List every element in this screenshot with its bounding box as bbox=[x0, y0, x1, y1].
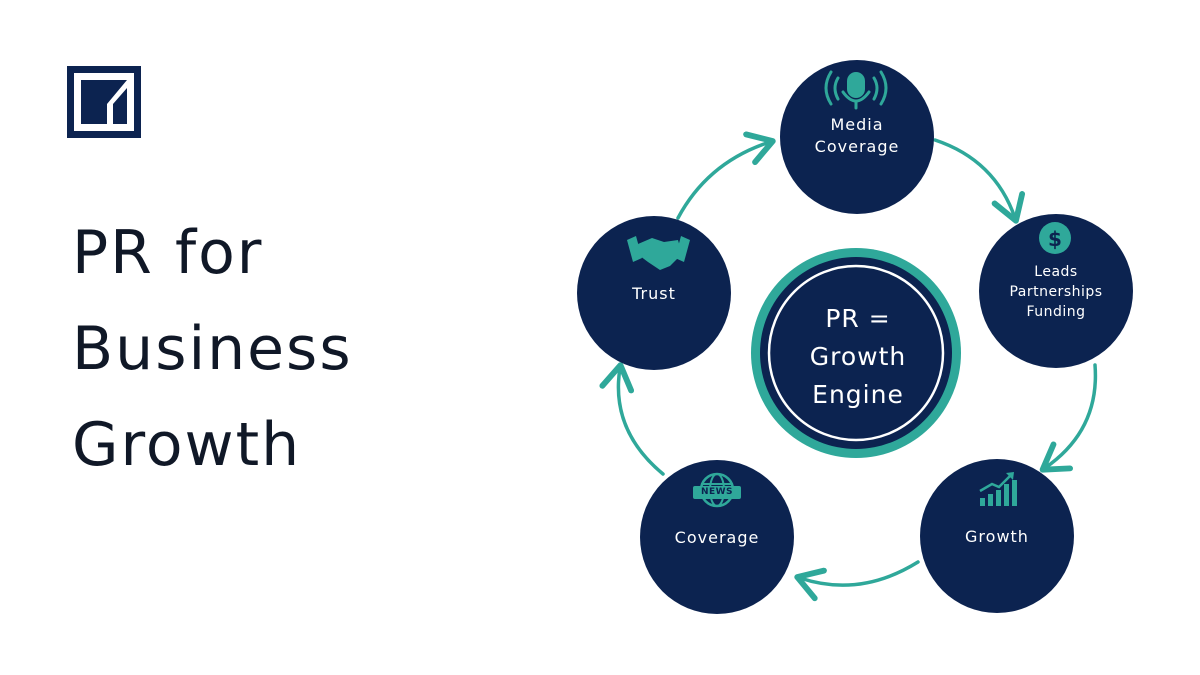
media-line-1: Media bbox=[830, 115, 884, 134]
center-circle bbox=[760, 257, 952, 449]
node-coverage bbox=[640, 460, 794, 614]
node-leads bbox=[979, 214, 1133, 368]
center-label: PR = Growth Engine bbox=[768, 300, 948, 414]
node-label-leads: Leads Partnerships Funding bbox=[981, 262, 1131, 322]
arrow-growth-to-coverage bbox=[794, 560, 920, 602]
page-title: PR for Business Growth bbox=[72, 205, 353, 493]
arrow-coverage-to-trust bbox=[599, 362, 665, 476]
dollar-coin-icon: $ bbox=[1039, 222, 1071, 254]
center-line-3: Engine bbox=[812, 380, 904, 409]
leads-line-2: Partnerships bbox=[1009, 284, 1103, 300]
node-label-trust: Trust bbox=[579, 283, 729, 305]
growth-line-1: Growth bbox=[965, 527, 1029, 546]
news-globe-icon bbox=[693, 472, 741, 508]
leads-line-1: Leads bbox=[1034, 264, 1078, 280]
arrow-trust-to-media bbox=[676, 131, 776, 220]
arrow-leads-to-growth bbox=[1039, 363, 1098, 473]
title-line-1: PR for bbox=[72, 218, 264, 288]
node-label-media: Media Coverage bbox=[782, 114, 932, 158]
coverage-line-1: Coverage bbox=[674, 528, 760, 547]
node-trust bbox=[577, 216, 731, 370]
arrow-media-to-leads bbox=[933, 138, 1026, 224]
growth-cycle-diagram: $ bbox=[577, 60, 1133, 614]
trust-line-1: Trust bbox=[632, 284, 676, 303]
center-line-1: PR = bbox=[825, 304, 891, 333]
node-media-coverage bbox=[780, 60, 934, 214]
node-growth bbox=[920, 459, 1074, 613]
title-line-3: Growth bbox=[72, 410, 302, 480]
news-icon-label: NEWS bbox=[700, 487, 734, 497]
title-line-2: Business bbox=[72, 314, 353, 384]
handshake-icon bbox=[627, 236, 690, 270]
brand-logo-icon bbox=[67, 66, 141, 138]
center-line-2: Growth bbox=[809, 342, 907, 371]
center-inner-ring bbox=[767, 264, 945, 442]
node-label-coverage: Coverage bbox=[642, 527, 792, 549]
podcast-microphone-icon bbox=[824, 70, 888, 110]
node-label-growth: Growth bbox=[922, 526, 1072, 548]
media-line-2: Coverage bbox=[814, 137, 900, 156]
svg-text:$: $ bbox=[1048, 227, 1062, 251]
bar-chart-growth-icon bbox=[979, 472, 1017, 506]
leads-line-3: Funding bbox=[1026, 304, 1086, 320]
